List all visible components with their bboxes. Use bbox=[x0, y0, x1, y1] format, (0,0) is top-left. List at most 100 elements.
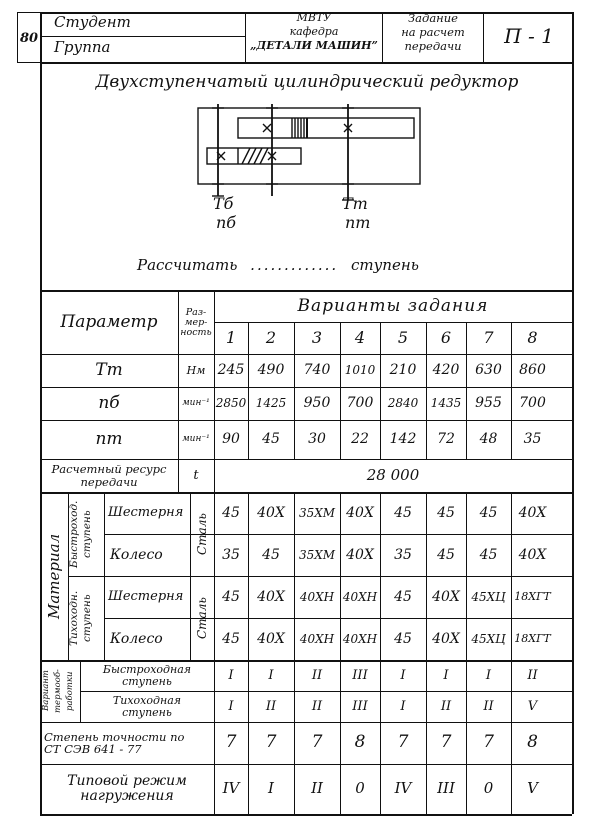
param-value-cell: 1425 bbox=[255, 396, 287, 411]
param-value-cell: 630 bbox=[475, 362, 502, 379]
accuracy-cell: 8 bbox=[527, 732, 538, 753]
grid-line bbox=[40, 12, 42, 814]
grid-line bbox=[40, 420, 572, 422]
load-mode-label: Типовой режим нагружения bbox=[40, 764, 214, 814]
material-cell: 45ХЦ bbox=[471, 589, 506, 604]
param-value-cell: 2840 bbox=[387, 396, 419, 411]
grid-line bbox=[40, 764, 572, 766]
accuracy-cell: 7 bbox=[397, 732, 409, 753]
param-value-cell: 30 bbox=[308, 431, 326, 448]
material-cell: 45 bbox=[222, 630, 240, 647]
material-cell: 45 bbox=[222, 588, 240, 605]
resource-label-line: Расчетный ресурс bbox=[51, 462, 167, 477]
unit-header-line: мер- bbox=[184, 317, 208, 329]
material-group-label: Материал bbox=[45, 533, 63, 619]
variant-number: 4 bbox=[354, 327, 366, 347]
load-mode-cell: III bbox=[437, 779, 455, 798]
resource-label-line: передачи bbox=[80, 474, 138, 489]
variant-number: 7 bbox=[483, 327, 494, 347]
material-cell: 40Х bbox=[518, 546, 547, 563]
material-cell: 18ХГТ bbox=[514, 590, 551, 604]
param-value-cell: 48 bbox=[479, 431, 498, 448]
variant-number: 8 bbox=[527, 327, 538, 347]
fast-stage-label: Быстроход. ступень bbox=[68, 492, 104, 576]
grid-line bbox=[572, 12, 574, 814]
slow-wheel-label: Колесо bbox=[110, 630, 163, 647]
slow-pinion-label: Шестерня bbox=[108, 589, 184, 605]
param-output-torque: Тт bbox=[95, 359, 123, 380]
material-cell: 45 bbox=[394, 588, 412, 605]
param-value-cell: 860 bbox=[519, 362, 546, 379]
load-mode-cell: IV bbox=[394, 779, 412, 798]
heat-treatment-cell: I bbox=[443, 667, 449, 683]
fast-stage-label-line: ступень bbox=[81, 510, 93, 558]
material-cell: 40ХН bbox=[299, 589, 335, 604]
material-cell: 35ХМ bbox=[298, 547, 336, 562]
grid-line bbox=[294, 492, 296, 814]
fast-stage-label-line: Быстроход. bbox=[68, 500, 80, 568]
fast-pinion-label: Шестерня bbox=[108, 505, 184, 521]
param-value-cell: 955 bbox=[475, 395, 502, 412]
calc-prefix: Рассчитать bbox=[137, 256, 238, 274]
grid-line bbox=[40, 12, 572, 14]
variant-number: 1 bbox=[225, 327, 237, 347]
grid-line bbox=[40, 354, 572, 356]
param-value-cell: 35 bbox=[523, 431, 542, 448]
load-mode-label-line: Типовой режим bbox=[67, 773, 187, 790]
accuracy-cell: 8 bbox=[354, 732, 366, 753]
resource-value: 28 000 bbox=[366, 465, 420, 484]
accuracy-label-line: Степень точности по bbox=[44, 729, 185, 744]
input-torque-label: Тб bbox=[213, 194, 234, 213]
grid-line bbox=[17, 12, 40, 14]
load-mode-cell: V bbox=[527, 779, 538, 798]
grid-line bbox=[214, 290, 216, 814]
material-cell: 45 bbox=[479, 546, 498, 563]
load-mode-cell: IV bbox=[222, 779, 240, 798]
param-value-cell: 700 bbox=[346, 395, 374, 412]
param-value-cell: 210 bbox=[389, 362, 417, 379]
param-value-cell: 45 bbox=[262, 431, 280, 448]
heat-slow-label-line: Тихоходная bbox=[112, 693, 182, 707]
param-value-cell: 90 bbox=[222, 431, 240, 448]
variant-number: 2 bbox=[265, 327, 277, 347]
material-cell: 45 bbox=[222, 504, 240, 521]
grid-line bbox=[466, 322, 468, 459]
unit-header: Раз- мер- ность bbox=[178, 292, 214, 354]
param-input-speed: nб bbox=[98, 392, 120, 413]
calc-suffix: ступень bbox=[350, 256, 419, 274]
material-cell: 40ХН bbox=[342, 589, 378, 604]
material-cell: 45 bbox=[262, 546, 280, 563]
grid-line bbox=[511, 322, 513, 459]
heat-treatment-cell: V bbox=[527, 698, 538, 714]
material-cell: 45 bbox=[479, 504, 498, 521]
resource-unit: t bbox=[193, 467, 199, 483]
heat-group-label-line: Вариант bbox=[41, 670, 51, 712]
heat-treatment-cell: II bbox=[483, 698, 494, 714]
heat-treatment-cell: II bbox=[527, 667, 538, 683]
accuracy-cell: 7 bbox=[440, 732, 452, 753]
material-cell: 40Х bbox=[257, 588, 285, 605]
heat-treatment-cell: II bbox=[265, 698, 277, 714]
grid-line bbox=[104, 618, 572, 620]
assignment-line: Задание bbox=[408, 11, 458, 25]
grid-line bbox=[466, 492, 468, 814]
institution-line: „ДЕТАЛИ МАШИН” bbox=[250, 39, 378, 52]
accuracy-cell: 7 bbox=[225, 732, 237, 753]
institution-block: МВТУ кафедра „ДЕТАЛИ МАШИН” bbox=[246, 11, 382, 53]
heat-treatment-cell: I bbox=[485, 667, 492, 683]
heat-fast-label-line: Быстроходная bbox=[102, 662, 192, 676]
heat-fast-label-line: ступень bbox=[122, 674, 172, 688]
heat-group-label-line: работки bbox=[65, 671, 75, 711]
material-cell: 40Х bbox=[518, 504, 547, 521]
material-cell: 45 bbox=[394, 630, 412, 647]
grid-line bbox=[245, 12, 247, 62]
heat-treatment-cell: II bbox=[440, 698, 452, 714]
heat-treatment-cell: I bbox=[268, 667, 274, 683]
param-output-speed: nт bbox=[95, 428, 123, 449]
unit-rpm: мин⁻¹ bbox=[182, 433, 210, 444]
calc-dots: ............. bbox=[250, 256, 339, 274]
heat-treatment-cell: III bbox=[352, 698, 368, 714]
accuracy-label-line: СТ СЭВ 641 - 77 bbox=[44, 742, 142, 756]
calc-instruction: Рассчитать ............. ступень bbox=[137, 256, 419, 274]
grid-line bbox=[40, 36, 245, 38]
